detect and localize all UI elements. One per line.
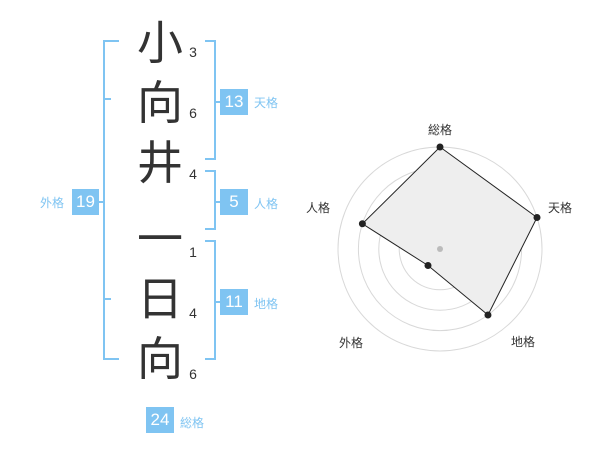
name-char-5: 日 [137,272,183,326]
name-char-6: 向 [137,332,183,386]
radar-points [358,143,541,319]
stroke-count-2: 6 [189,105,197,121]
stroke-count-3: 4 [189,166,197,182]
soukaku-label: 総格 [180,416,205,430]
soukaku-value: 24 [146,407,174,433]
jinkaku-label: 人格 [254,197,279,211]
radar-label-jinkaku: 人格 [306,201,331,215]
name-char-2: 向 [137,76,183,130]
radar-point [533,213,541,221]
gaikaku-label: 外格 [40,196,65,210]
name-char-1: 小 [137,16,183,70]
stroke-count-1: 3 [189,44,197,60]
chikaku-label: 地格 [254,297,279,311]
radar-chart [337,143,543,352]
radar-center [437,246,443,252]
tenkaku-value: 13 [220,89,248,115]
radar-label-chikaku: 地格 [511,335,536,349]
stroke-count-6: 6 [189,366,197,382]
tenkaku-label: 天格 [254,96,279,110]
radar-label-gaikaku: 外格 [339,336,364,350]
chikaku-value: 11 [220,289,248,315]
radar-point [424,262,432,270]
name-char-4: 一 [137,212,183,266]
radar-point [358,220,366,228]
jinkaku-value: 5 [220,189,248,215]
radar-point [484,311,492,319]
stroke-count-4: 1 [189,244,197,260]
radar-point [436,143,444,151]
radar-label-tenkaku: 天格 [548,201,573,215]
gaikaku-value: 19 [72,189,99,215]
name-char-3: 井 [137,136,183,190]
radar-area [361,146,538,316]
radar-label-soukaku: 総格 [428,123,453,137]
stroke-count-5: 4 [189,305,197,321]
